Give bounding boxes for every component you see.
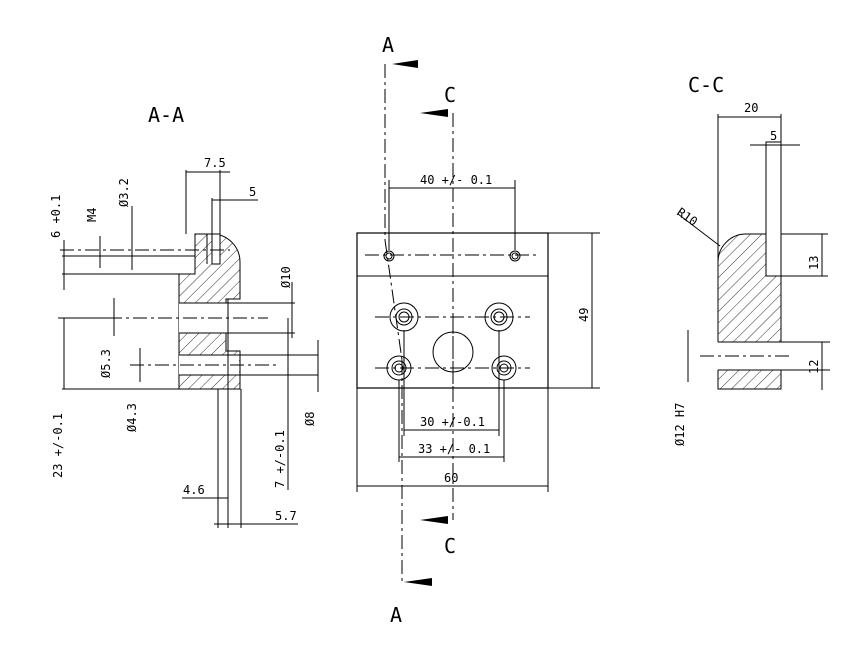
dim-dia-4-3: Ø4.3	[125, 403, 139, 432]
cut-label-c-bottom: C	[444, 534, 456, 558]
dim-5-cc: 5	[770, 129, 777, 143]
dim-r10: R10	[674, 205, 700, 229]
cut-label-a-bottom: A	[390, 603, 402, 627]
dim-dia-12-h7: Ø12 H7	[673, 403, 687, 446]
dim-4-6: 4.6	[183, 483, 205, 497]
dim-dia-3-2: Ø3.2	[117, 178, 131, 207]
dim-12: 12	[807, 360, 821, 374]
dim-7-5: 7.5	[204, 156, 226, 170]
dim-dia-10: Ø10	[279, 266, 293, 288]
dim-5: 5	[249, 185, 256, 199]
section-aa-title: A-A	[148, 103, 184, 127]
dim-5-7: 5.7	[275, 509, 297, 523]
dim-13: 13	[807, 256, 821, 270]
hole-top-right	[509, 250, 521, 262]
cut-label-c-top: C	[444, 83, 456, 107]
section-cc-view: C-C 20 5 R10 13 12 Ø12 H7	[673, 73, 830, 446]
dim-7: 7 +/-0.1	[273, 430, 287, 488]
front-view: A A C C	[356, 33, 600, 627]
dim-m4: M4	[85, 208, 99, 222]
dim-23: 23 +/-0.1	[51, 413, 65, 478]
cut-label-a-top: A	[382, 33, 394, 57]
dim-33: 33 +/- 0.1	[418, 442, 490, 456]
dim-20: 20	[744, 101, 758, 115]
hole-top-left	[383, 250, 395, 262]
dim-dia-8: Ø8	[303, 412, 317, 426]
dim-49: 49	[577, 308, 591, 322]
section-cc-title: C-C	[688, 73, 724, 97]
dim-40: 40 +/- 0.1	[420, 173, 492, 187]
hole-center	[432, 331, 474, 373]
dim-dia-5-3: Ø5.3	[99, 349, 113, 378]
section-aa-view: A-A	[49, 103, 319, 528]
dim-30: 30 +/-0.1	[420, 415, 485, 429]
dim-60: 60	[444, 471, 458, 485]
dim-6: 6 +0.1	[49, 195, 63, 238]
